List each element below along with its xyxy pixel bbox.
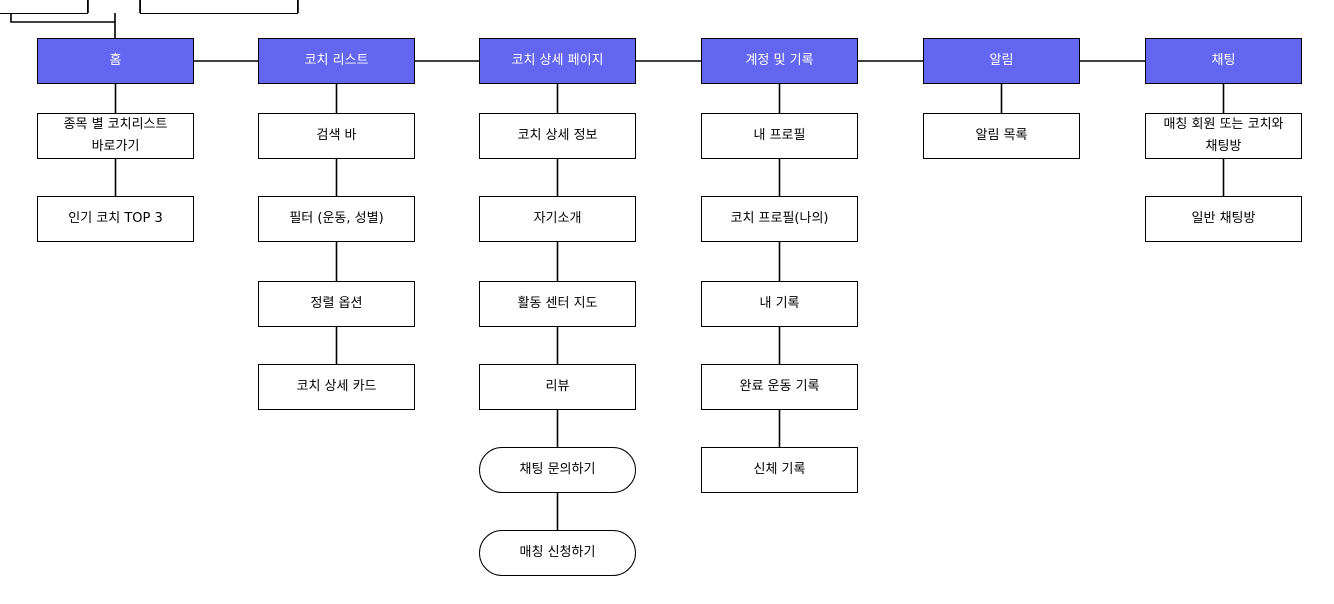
page-node: 활동 센터 지도	[479, 281, 636, 327]
cropped-top-box	[140, 0, 298, 14]
section-header: 채팅	[1145, 38, 1302, 84]
page-node: 정렬 옵션	[258, 281, 415, 327]
section-header: 코치 상세 페이지	[479, 38, 636, 84]
page-node: 알림 목록	[923, 113, 1080, 159]
page-node: 매칭 회원 또는 코치와 채팅방	[1145, 113, 1302, 159]
section-header: 알림	[923, 38, 1080, 84]
section-header: 홈	[37, 38, 194, 84]
page-node: 리뷰	[479, 364, 636, 410]
section-header: 계정 및 기록	[701, 38, 858, 84]
section-header: 코치 리스트	[258, 38, 415, 84]
page-node: 검색 바	[258, 113, 415, 159]
action-pill: 매칭 신청하기	[479, 530, 636, 576]
page-node: 자기소개	[479, 196, 636, 242]
page-node: 코치 프로필(나의)	[701, 196, 858, 242]
page-node: 내 기록	[701, 281, 858, 327]
page-node: 내 프로필	[701, 113, 858, 159]
page-node: 일반 채팅방	[1145, 196, 1302, 242]
page-node: 코치 상세 카드	[258, 364, 415, 410]
cropped-top-box	[0, 0, 88, 14]
action-pill: 채팅 문의하기	[479, 447, 636, 493]
page-node: 코치 상세 정보	[479, 113, 636, 159]
page-node: 인기 코치 TOP 3	[37, 196, 194, 242]
page-node: 필터 (운동, 성별)	[258, 196, 415, 242]
page-node: 종목 별 코치리스트 바로가기	[37, 113, 194, 159]
page-node: 완료 운동 기록	[701, 364, 858, 410]
page-node: 신체 기록	[701, 447, 858, 493]
